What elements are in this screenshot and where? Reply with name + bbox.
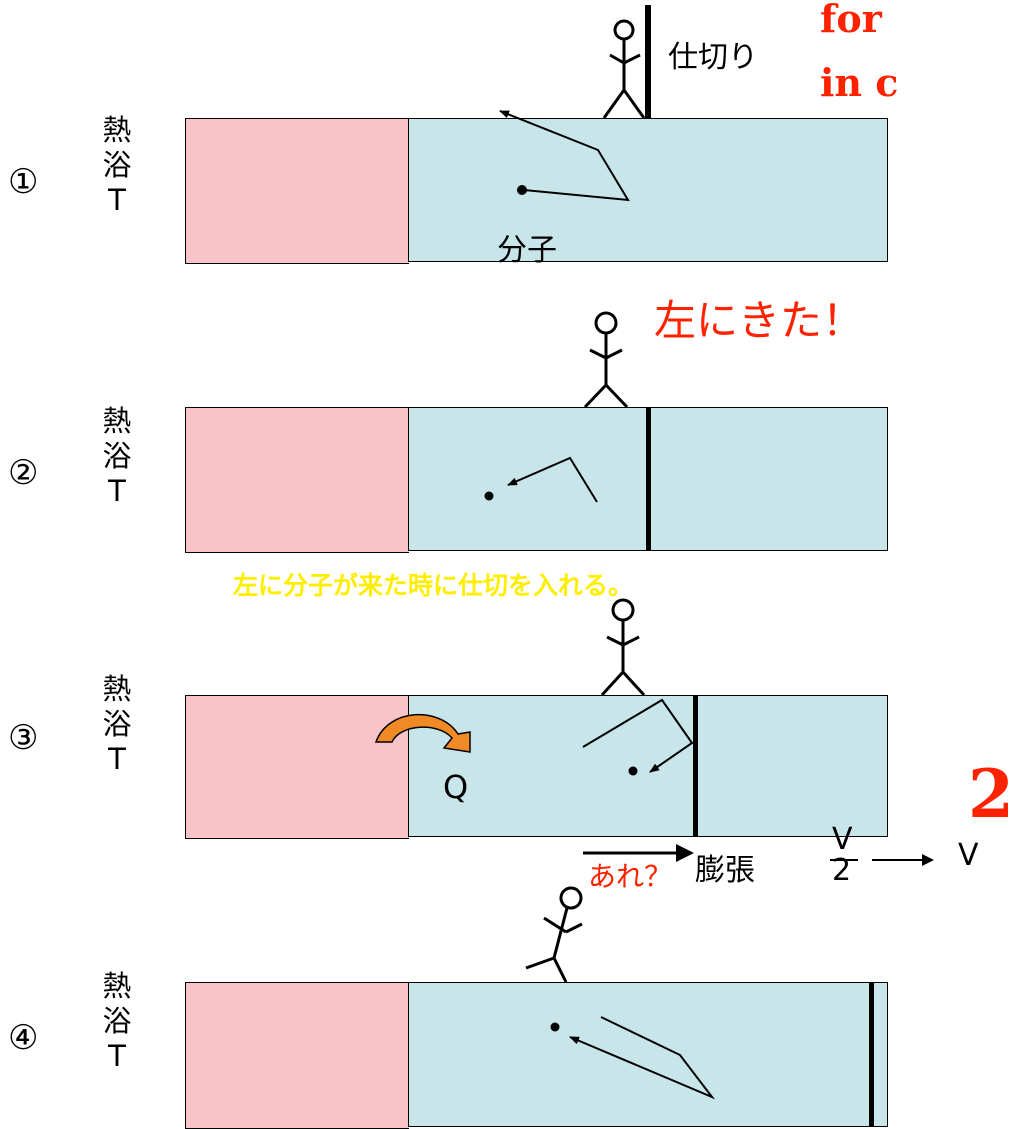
heat-bath-1 [185, 118, 409, 264]
bath-char-T: T [108, 183, 126, 217]
bath-char-T: T [108, 474, 126, 508]
volume-numerator: V [832, 822, 853, 857]
demon-figure-1 [602, 19, 646, 119]
cutoff-text-line2: in c [820, 60, 899, 105]
demon-figure-2 [583, 311, 629, 409]
expansion-label: 膨張 [695, 853, 755, 888]
bath-char-netsu: 熱 [102, 404, 132, 438]
molecule-dot-3 [628, 766, 638, 776]
instruction-text: 左に分子が来た時に仕切を入れる。 [233, 571, 634, 600]
demon-figure-3 [600, 598, 646, 697]
partition-label: 仕切り [668, 40, 758, 75]
molecule-dot-2 [484, 491, 494, 501]
partition-wall-4 [869, 982, 874, 1127]
bath-char-yoku: 浴 [102, 148, 132, 182]
bath-char-yoku: 浴 [102, 1004, 132, 1038]
step-number-1: ① [8, 162, 39, 202]
gas-chamber-4 [408, 982, 888, 1127]
bath-char-yoku: 浴 [102, 439, 132, 473]
heat-bath-label-1: 熱 浴 T [100, 113, 134, 218]
molecule-dot-4 [550, 1022, 560, 1032]
demon-figure-4 [525, 886, 583, 983]
heat-bath-2 [185, 407, 409, 553]
partition-wall-3 [693, 695, 698, 837]
molecule-path-1 [499, 110, 630, 202]
step-number-2: ② [8, 453, 39, 493]
heat-flow-arrow [374, 714, 471, 753]
volume-arrow [872, 854, 934, 866]
molecule-path-3 [582, 698, 694, 776]
step-number-3: ③ [8, 718, 39, 758]
volume-final: V [958, 838, 979, 873]
gas-chamber-3 [408, 695, 888, 837]
bath-char-netsu: 熱 [102, 672, 132, 706]
bath-char-netsu: 熱 [102, 969, 132, 1003]
heat-bath-label-2: 熱 浴 T [100, 404, 134, 509]
step-number-4: ④ [8, 1018, 39, 1058]
heat-bath-4 [185, 982, 409, 1129]
molecule-label: 分子 [497, 233, 557, 268]
bath-char-yoku: 浴 [102, 707, 132, 741]
gas-chamber-1 [408, 118, 888, 262]
partition-wall-2 [646, 407, 651, 551]
cutoff-number: 2 [968, 755, 1014, 833]
cutoff-text-line1: for [820, 0, 882, 41]
molecule-path-4 [550, 1016, 716, 1100]
volume-denominator: 2 [832, 853, 852, 888]
molecule-dot-1 [517, 185, 527, 195]
expansion-arrow [583, 844, 694, 862]
huh-callout: あれ？ [588, 860, 673, 893]
molecule-path-2 [484, 456, 598, 503]
heat-bath-label-3: 熱 浴 T [100, 672, 134, 777]
bath-char-netsu: 熱 [102, 113, 132, 147]
bath-char-T: T [108, 1039, 126, 1073]
heat-bath-3 [185, 695, 409, 839]
came-left-callout: 左にきた！ [654, 296, 865, 345]
heat-bath-label-4: 熱 浴 T [100, 969, 134, 1074]
fraction-bar [830, 859, 858, 861]
bath-char-T: T [108, 742, 126, 776]
partition-wall-1 [645, 5, 651, 118]
diagram-graphics [374, 19, 934, 1100]
heat-Q-label: Q [443, 768, 469, 806]
